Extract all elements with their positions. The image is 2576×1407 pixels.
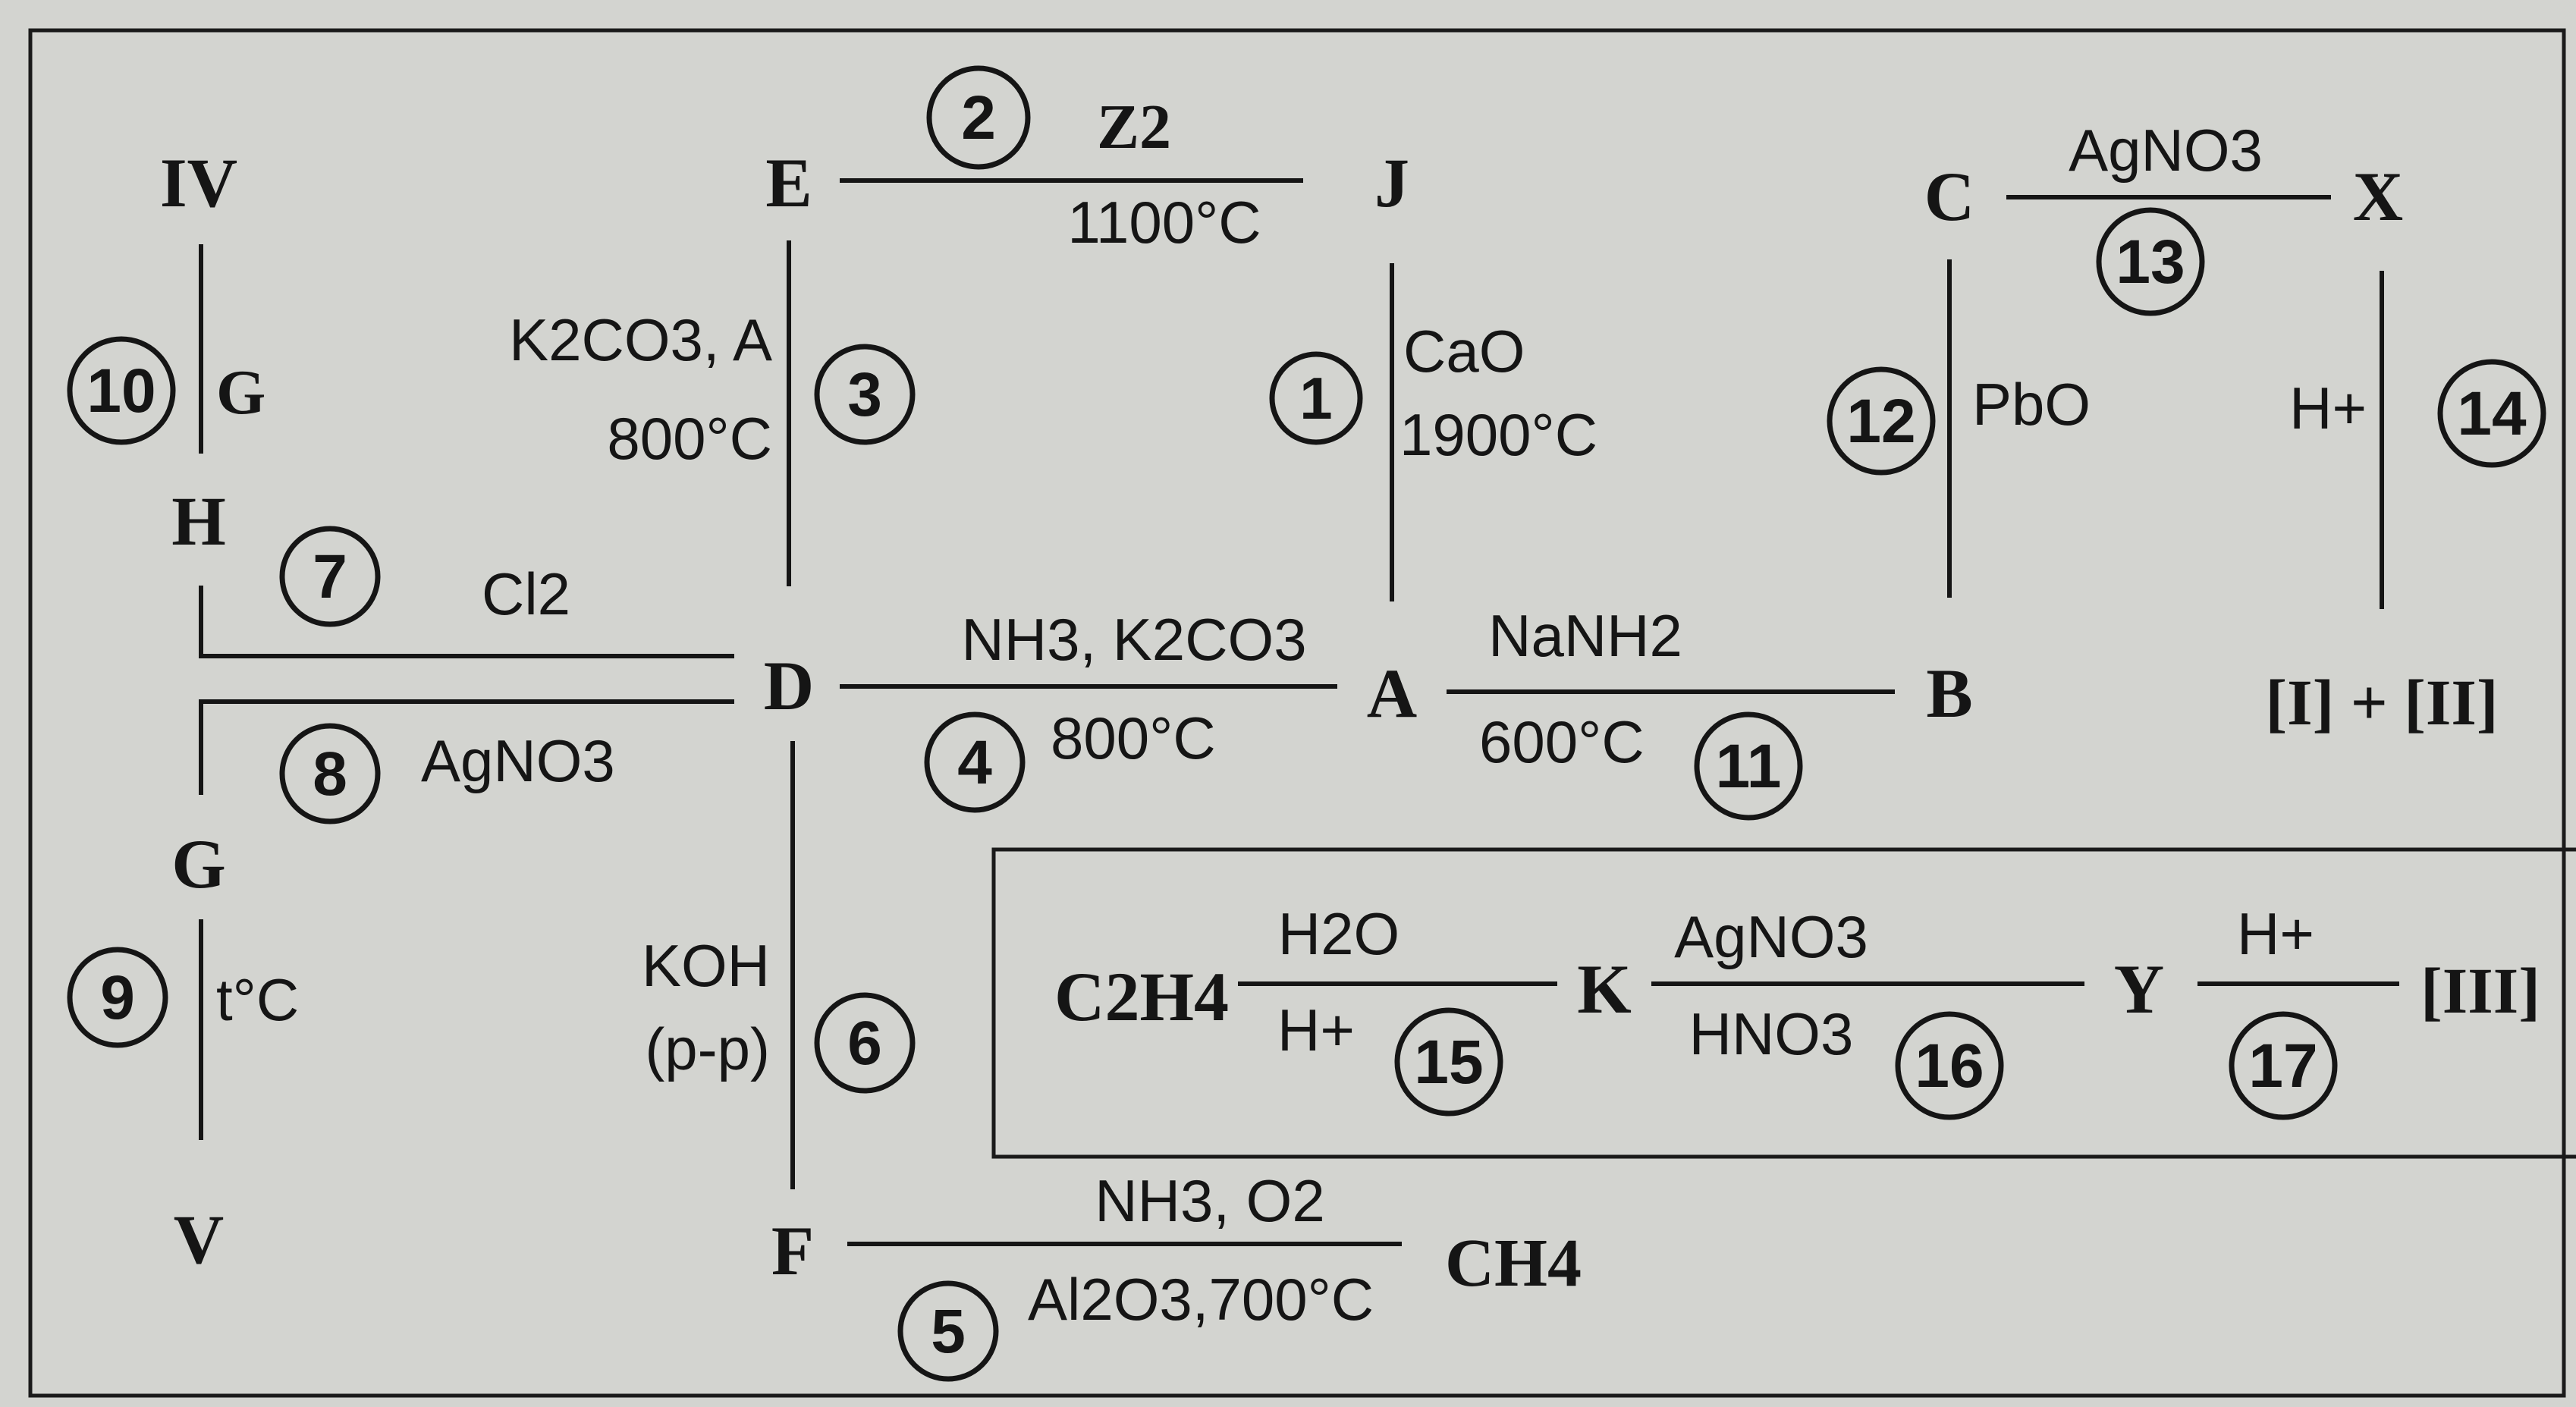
substances: IV E J C X H D A B [I] + [II] G V F CH4 … bbox=[160, 144, 2540, 1301]
conditions: CaO 1900°C Z2 1100°C K2CO3, A 800°C NH3,… bbox=[216, 92, 2367, 1333]
condition-10-reagent: G bbox=[216, 357, 265, 428]
node-IV: IV bbox=[160, 144, 237, 221]
node-A: A bbox=[1367, 655, 1417, 732]
inner-frame bbox=[991, 847, 2576, 1159]
node-G: G bbox=[171, 825, 226, 903]
step-number-13: 13 bbox=[2116, 228, 2185, 297]
arrows bbox=[199, 178, 2399, 1246]
step-circle-4 bbox=[924, 711, 1026, 813]
condition-6-reagent: KOH bbox=[642, 932, 770, 999]
condition-8-reagent: AgNO3 bbox=[421, 727, 615, 794]
step-circle-14 bbox=[2437, 359, 2546, 468]
condition-11-temp: 600°C bbox=[1479, 708, 1645, 775]
step-number-17: 17 bbox=[2248, 1032, 2317, 1101]
node-I-II: [I] + [II] bbox=[2266, 666, 2499, 739]
condition-5-catalyst: Al2O3,700°C bbox=[1028, 1266, 1374, 1333]
node-E: E bbox=[765, 144, 812, 221]
condition-12-reagent: PbO bbox=[1972, 371, 2091, 438]
step-number-3: 3 bbox=[847, 360, 882, 429]
condition-16-reagent: AgNO3 bbox=[1674, 903, 1868, 970]
step-number-15: 15 bbox=[1414, 1028, 1483, 1097]
step-circle-1 bbox=[1269, 351, 1363, 445]
step-number-4: 4 bbox=[957, 728, 992, 797]
step-number-11: 11 bbox=[1716, 732, 1782, 801]
node-CH4: CH4 bbox=[1445, 1226, 1582, 1301]
step-number-12: 12 bbox=[1846, 387, 1915, 456]
step-circle-3 bbox=[814, 344, 916, 445]
node-F: F bbox=[771, 1212, 814, 1289]
step-number-10: 10 bbox=[86, 356, 156, 426]
node-K: K bbox=[1577, 950, 1632, 1028]
step-numbers: 1 2 3 4 5 6 7 8 9 10 11 12 13 14 15 16 1 bbox=[67, 65, 2546, 1382]
condition-15-reagent: H2O bbox=[1278, 900, 1400, 967]
step-number-1: 1 bbox=[1299, 365, 1332, 432]
outer-frame bbox=[28, 28, 2566, 1398]
condition-14-reagent: H+ bbox=[2289, 375, 2367, 441]
step-circle-13 bbox=[2096, 207, 2205, 316]
step-circle-6 bbox=[814, 992, 916, 1094]
step-circle-5 bbox=[897, 1280, 999, 1382]
condition-2-temp: 1100°C bbox=[1067, 189, 1261, 256]
condition-11-reagent: NaNH2 bbox=[1488, 602, 1682, 669]
condition-1-temp: 1900°C bbox=[1400, 401, 1597, 468]
condition-6-solution: (p-p) bbox=[645, 1016, 770, 1082]
arrow-7 bbox=[199, 586, 734, 658]
condition-4-reagent: NH3, K2CO3 bbox=[961, 606, 1306, 673]
step-circle-8 bbox=[279, 723, 381, 824]
step-circle-17 bbox=[2229, 1011, 2338, 1120]
arrow-8 bbox=[199, 699, 734, 795]
step-circle-9 bbox=[67, 947, 168, 1048]
step-number-14: 14 bbox=[2457, 379, 2527, 448]
step-number-5: 5 bbox=[931, 1297, 966, 1366]
step-number-9: 9 bbox=[100, 963, 135, 1032]
step-number-16: 16 bbox=[1915, 1032, 1984, 1101]
node-Y: Y bbox=[2114, 950, 2164, 1028]
step-circle-15 bbox=[1394, 1007, 1503, 1116]
condition-3-reagent: K2CO3, A bbox=[509, 306, 772, 373]
condition-4-temp: 800°C bbox=[1051, 705, 1216, 771]
step-number-6: 6 bbox=[847, 1009, 882, 1078]
node-C2H4: C2H4 bbox=[1054, 958, 1229, 1035]
node-X: X bbox=[2353, 158, 2403, 235]
step-circle-2 bbox=[926, 65, 1031, 170]
condition-9-temp: t°C bbox=[216, 966, 299, 1033]
step-circle-10 bbox=[67, 336, 176, 445]
node-III: [III] bbox=[2420, 954, 2540, 1027]
step-circle-11 bbox=[1694, 711, 1803, 821]
step-number-7: 7 bbox=[313, 542, 347, 611]
node-H: H bbox=[171, 482, 226, 560]
condition-13-reagent: AgNO3 bbox=[2069, 117, 2263, 184]
condition-7-reagent: Cl2 bbox=[482, 561, 570, 627]
condition-16-acid: HNO3 bbox=[1689, 1000, 1854, 1067]
node-J: J bbox=[1374, 144, 1409, 221]
step-number-2: 2 bbox=[961, 83, 996, 152]
condition-5-reagent: NH3, O2 bbox=[1095, 1167, 1324, 1234]
condition-3-temp: 800°C bbox=[607, 405, 772, 472]
node-V: V bbox=[174, 1201, 224, 1278]
step-circle-12 bbox=[1827, 366, 1936, 476]
step-circle-16 bbox=[1895, 1011, 2004, 1120]
step-circle-7 bbox=[279, 526, 381, 627]
node-C: C bbox=[1924, 158, 1974, 235]
step-number-8: 8 bbox=[313, 740, 347, 809]
condition-2-reagent: Z2 bbox=[1097, 92, 1171, 162]
node-D: D bbox=[764, 647, 814, 724]
condition-17-reagent: H+ bbox=[2237, 900, 2314, 967]
condition-1-reagent: CaO bbox=[1403, 318, 1525, 385]
node-B: B bbox=[1926, 655, 1972, 732]
condition-15-catalyst: H+ bbox=[1277, 997, 1355, 1063]
